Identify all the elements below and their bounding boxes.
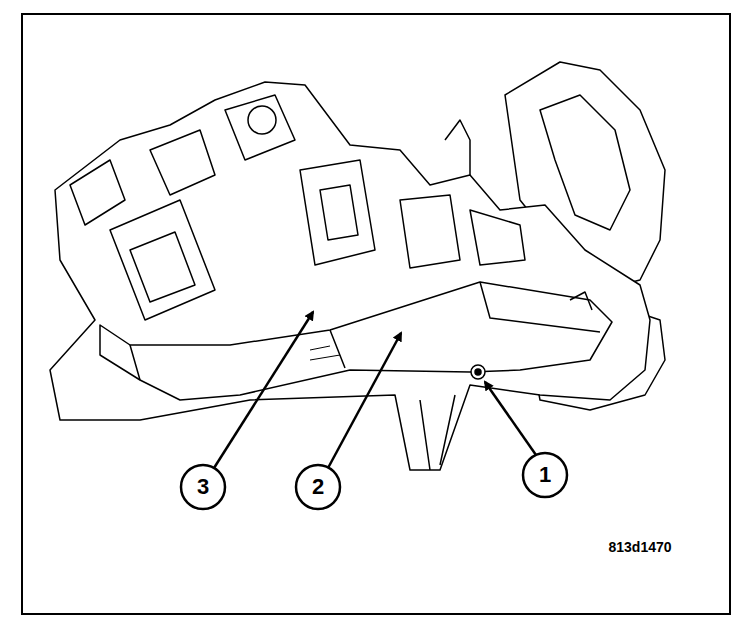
callout-circle	[181, 465, 225, 509]
nut	[471, 365, 485, 379]
leader-line	[485, 382, 536, 455]
callout-circle	[296, 465, 340, 509]
figure-code: 813d1470	[608, 540, 671, 554]
callout-number: 1	[539, 464, 551, 486]
leader-line	[328, 333, 401, 468]
callout-circle	[523, 453, 567, 497]
callout-number: 3	[197, 476, 209, 498]
frame	[22, 14, 730, 614]
heater-housing	[50, 82, 650, 470]
floor-duct	[100, 282, 612, 400]
leader-line	[214, 312, 313, 468]
callout-number: 2	[312, 476, 324, 498]
